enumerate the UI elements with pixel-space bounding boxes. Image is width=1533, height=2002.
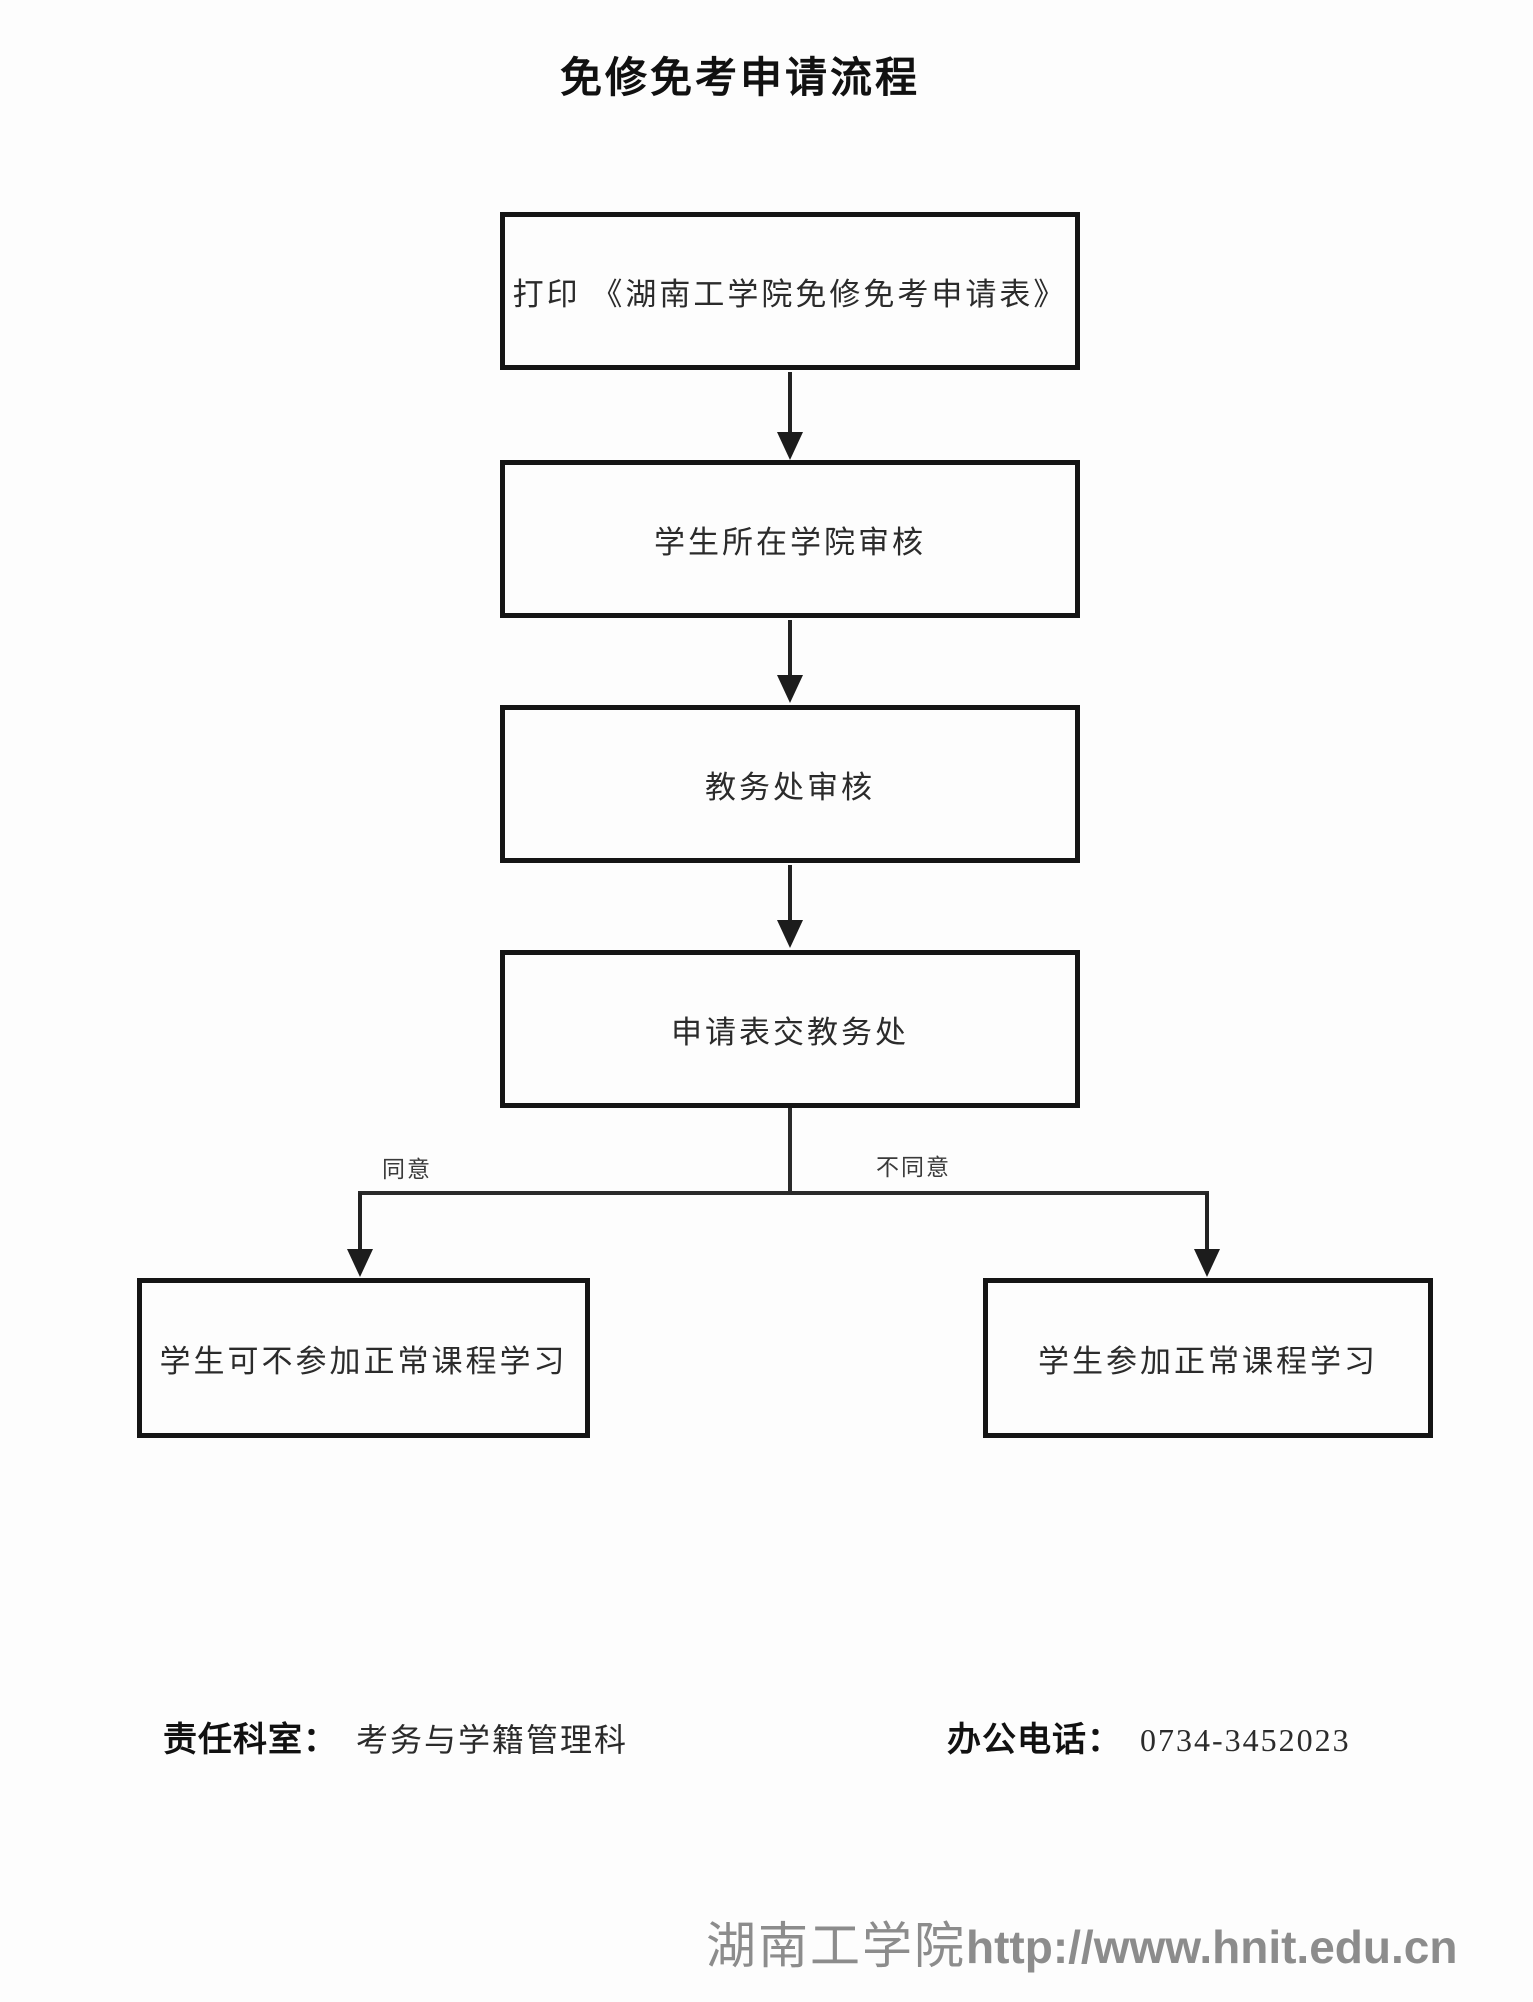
phone-value: 0734-3452023 [1140,1722,1351,1758]
phone-label: 办公电话： [947,1721,1122,1759]
flow-step-label: 申请表交教务处 [671,1014,909,1050]
flow-step-submit-form: 申请表交教务处 [500,950,1080,1108]
arrow-down-icon-2 [777,675,803,703]
flow-step-academic-office-review: 教务处审核 [500,705,1080,863]
dept-label: 责任科室： [163,1721,338,1759]
flow-step-label: 打印 《湖南工学院免修免考申请表》 [512,276,1068,312]
arrow-down-icon-disagree [1194,1249,1220,1277]
outcome-box-agree: 学生可不参加正常课程学习 [137,1278,590,1438]
outcome-label: 学生可不参加正常课程学习 [159,1343,568,1379]
branch-label-agree: 同意 [382,1157,432,1182]
dept-value: 考务与学籍管理科 [356,1722,629,1758]
flow-step-print-form: 打印 《湖南工学院免修免考申请表》 [500,212,1080,370]
arrow-down-icon-agree [347,1249,373,1277]
arrow-down-icon-1 [777,432,803,460]
arrow-down-icon-3 [777,920,803,948]
page-title: 免修免考申请流程 [559,54,920,101]
branch-label-disagree: 不同意 [876,1155,951,1180]
outcome-box-disagree: 学生参加正常课程学习 [983,1278,1433,1438]
flow-step-label: 教务处审核 [705,769,875,805]
flow-step-college-review: 学生所在学院审核 [500,460,1080,618]
footer-org-name: 湖南工学院 [706,1918,966,1974]
dept-row: 责任科室： 考务与学籍管理科 [163,1712,628,1761]
site-footer: 湖南工学院 http://www.hnit.edu.cn [706,1906,1457,1978]
phone-row: 办公电话： 0734-3452023 [947,1712,1351,1761]
outcome-label: 学生参加正常课程学习 [1038,1343,1378,1379]
flow-step-label: 学生所在学院审核 [654,524,926,560]
footer-url: http://www.hnit.edu.cn [966,1921,1458,1973]
